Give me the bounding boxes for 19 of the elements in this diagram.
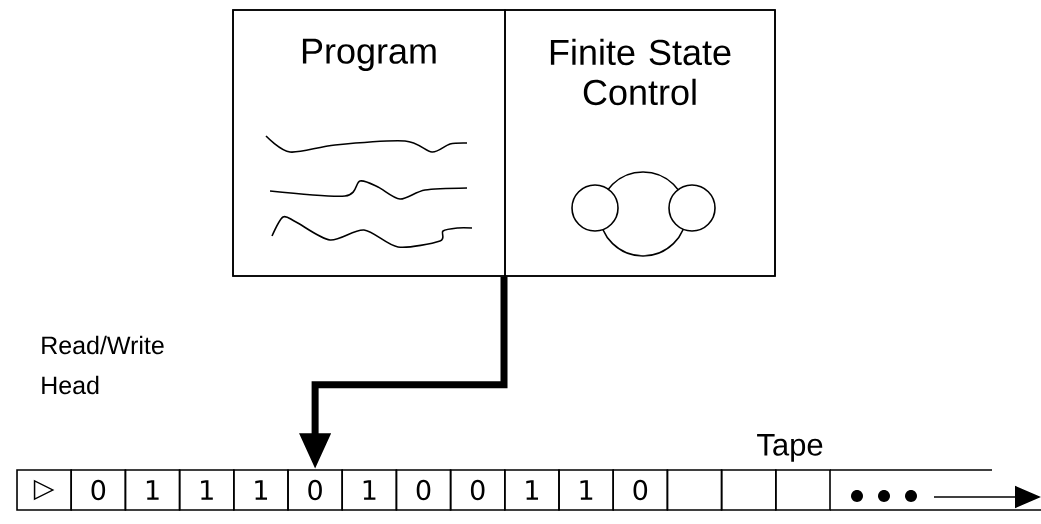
tape-cell: 1 [178,469,235,511]
text-label: Tape [757,434,823,462]
tape-cell: 1 [341,469,398,511]
tape-cell: ▷ [16,469,72,511]
tape-cell: 1 [124,469,181,511]
tape-cell [720,469,777,511]
tape-cell [775,469,831,511]
tape-cell: 0 [612,469,669,511]
tape-cell [666,469,723,511]
tape-cell: 1 [233,469,289,511]
panel-box: Finite State Control [504,9,776,277]
tape-cell: 0 [70,469,127,511]
tape-cell: 0 [395,469,452,511]
tape-cell: 0 [287,469,343,511]
panel-box: Program [232,9,506,277]
tape-cell: 1 [504,469,560,511]
tape-cell: 1 [558,469,614,511]
text-label: Read/Write Head [42,335,164,395]
tape-cell: 0 [449,469,506,511]
